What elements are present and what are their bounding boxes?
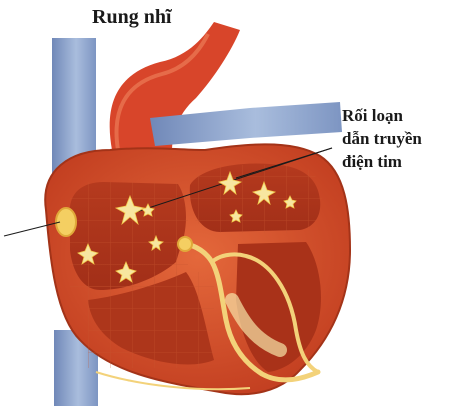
diagram-title: Rung nhĩ xyxy=(92,6,172,29)
callout-line-3: điện tim xyxy=(342,150,422,173)
callout-line-1: Rối loạn xyxy=(342,104,422,127)
callout-label: Rối loạn dẫn truyền điện tim xyxy=(342,104,422,173)
callout-line-2: dẫn truyền xyxy=(342,127,422,150)
av-node xyxy=(178,237,192,251)
